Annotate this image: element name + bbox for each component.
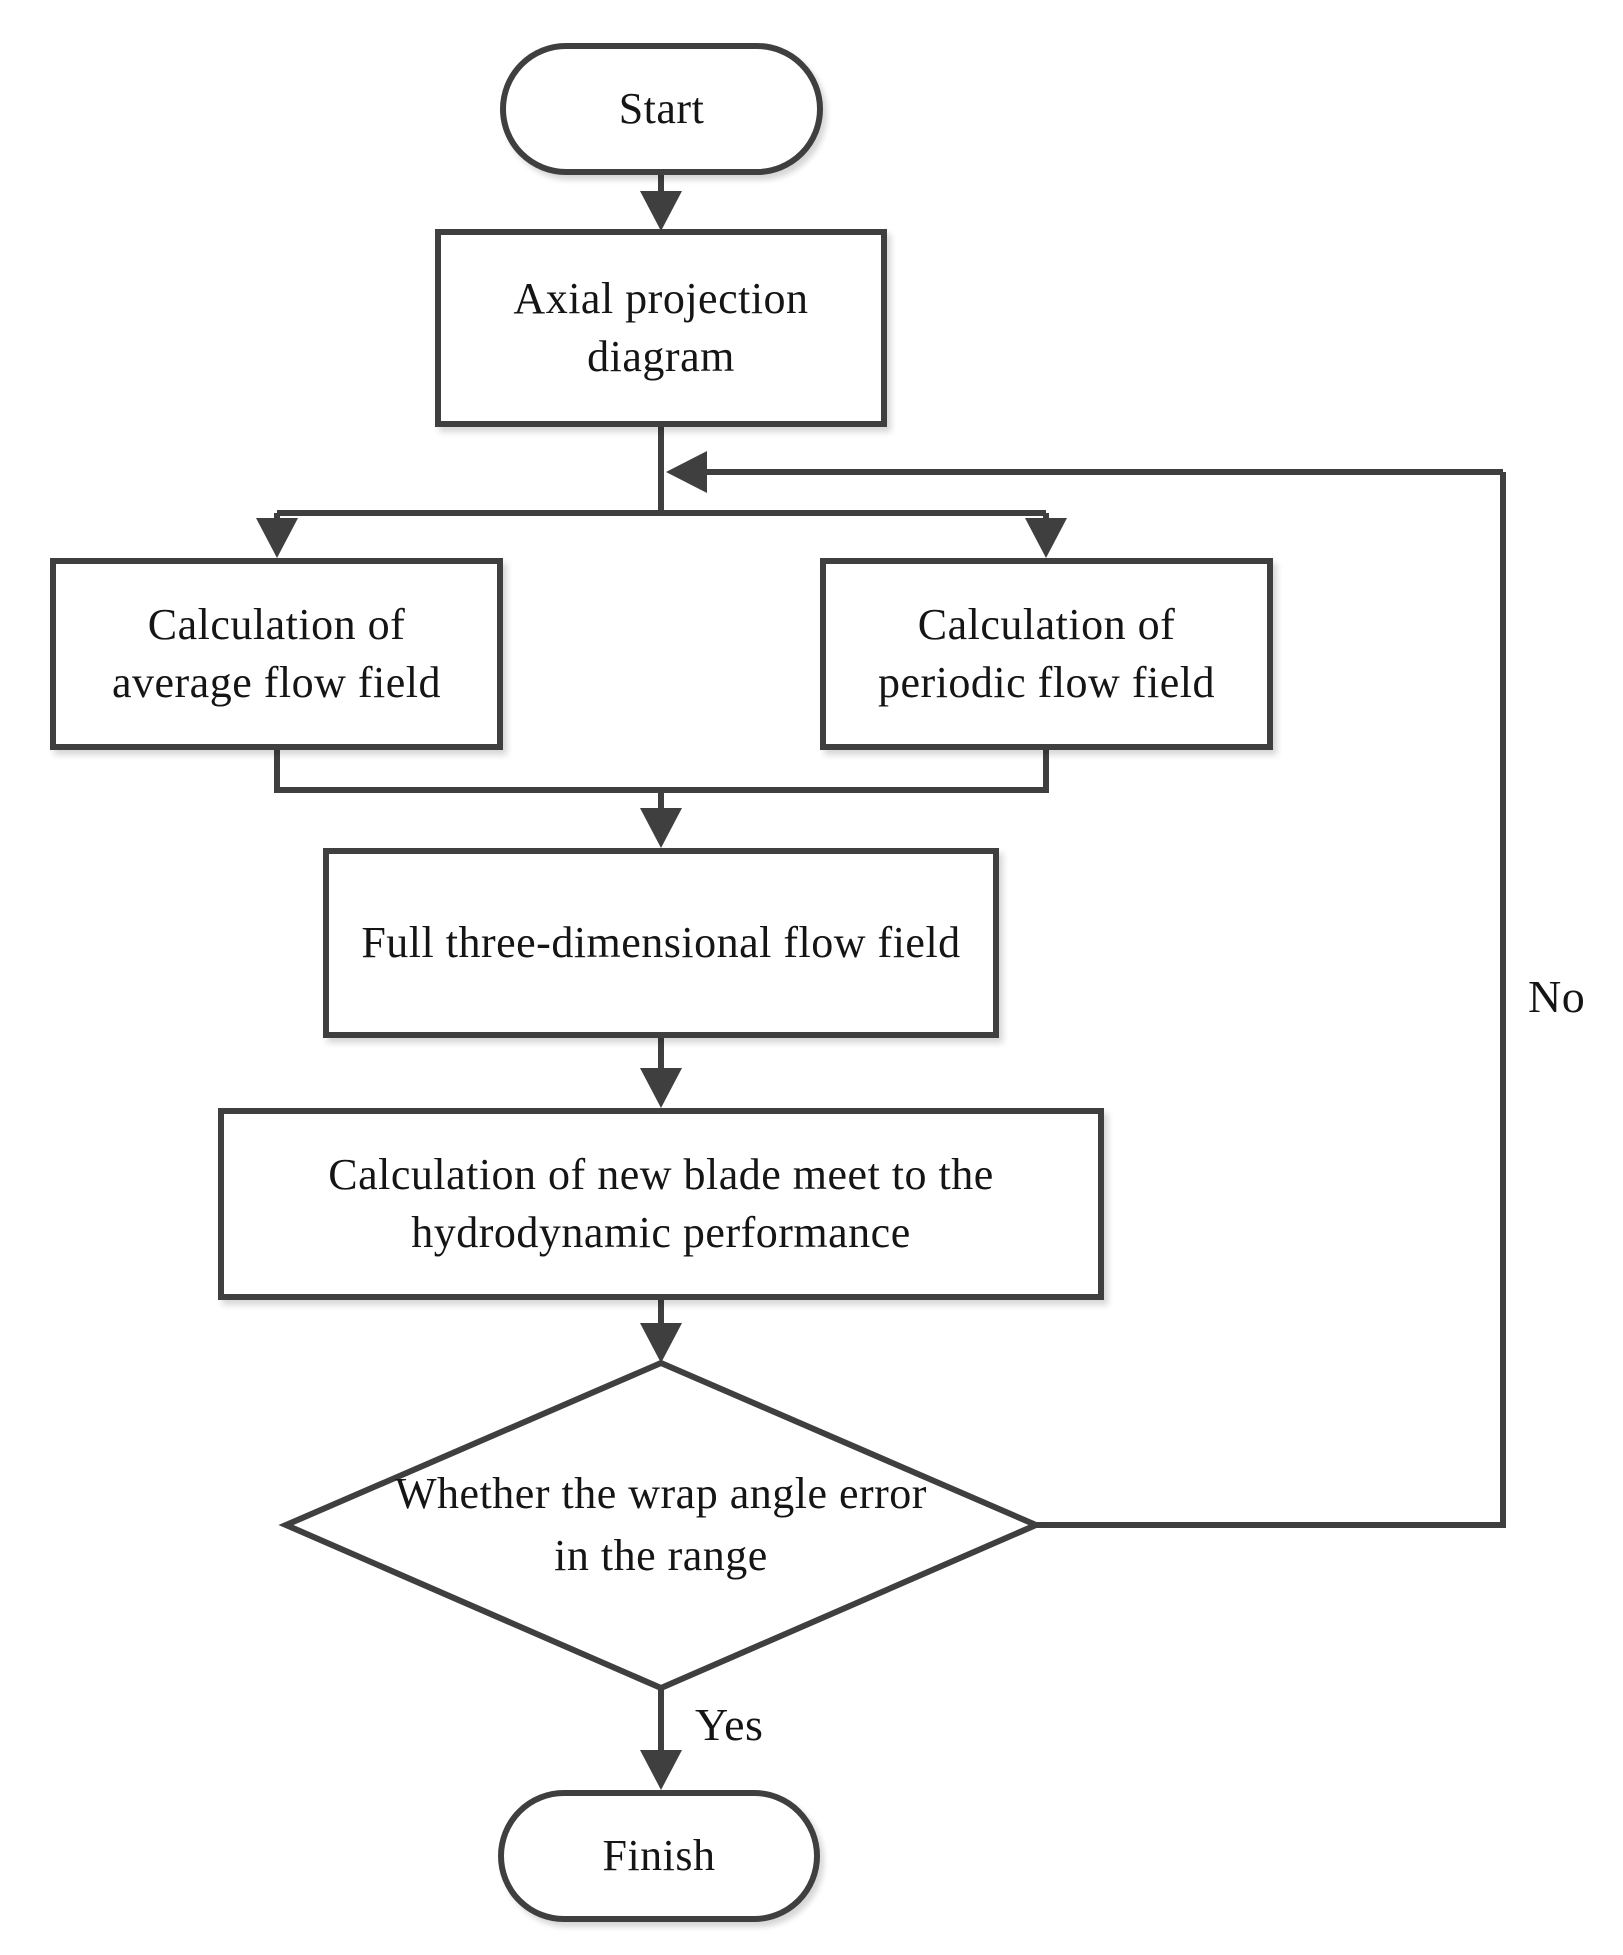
node-decision-label: Whether the wrap angle error in the rang… xyxy=(395,1469,927,1580)
arrowhead-into-decision xyxy=(640,1323,682,1363)
arrowhead-into-periodic xyxy=(1025,518,1067,558)
node-newblade-label: Calculation of new blade meet to the hyd… xyxy=(328,1149,994,1257)
arrowhead-into-finish xyxy=(640,1750,682,1790)
arrowheads xyxy=(256,191,1067,1790)
node-axial-label: Axial projection diagram xyxy=(513,273,809,381)
node-full3d-label: Full three-dimensional flow field xyxy=(361,917,961,967)
arrowhead-into-full3d xyxy=(640,808,682,848)
edge-label-no: No xyxy=(1528,971,1586,1022)
decision-diamond-shape xyxy=(278,1359,1044,1692)
arrowhead-into-newblade xyxy=(640,1068,682,1108)
node-finish-label: Finish xyxy=(602,1830,716,1880)
edge-label-yes: Yes xyxy=(695,1699,764,1750)
node-new-blade-calculation: Calculation of new blade meet to the hyd… xyxy=(218,1108,1104,1300)
node-start: Start xyxy=(500,43,823,175)
arrowhead-into-axial xyxy=(640,191,682,231)
node-periodic-label: Calculation of periodic flow field xyxy=(878,599,1215,707)
arrowhead-no-return xyxy=(666,451,707,493)
node-axial-projection-diagram: Axial projection diagram xyxy=(435,229,887,427)
node-decision-text: Whether the wrap angle error in the rang… xyxy=(331,1400,991,1650)
node-periodic-flow-field: Calculation of periodic flow field xyxy=(820,558,1273,750)
node-start-label: Start xyxy=(618,83,705,133)
node-average-label: Calculation of average flow field xyxy=(111,599,442,707)
arrowhead-into-average xyxy=(256,518,298,558)
node-finish: Finish xyxy=(498,1790,820,1922)
node-average-flow-field: Calculation of average flow field xyxy=(50,558,503,750)
node-full-three-dimensional: Full three-dimensional flow field xyxy=(323,848,999,1038)
